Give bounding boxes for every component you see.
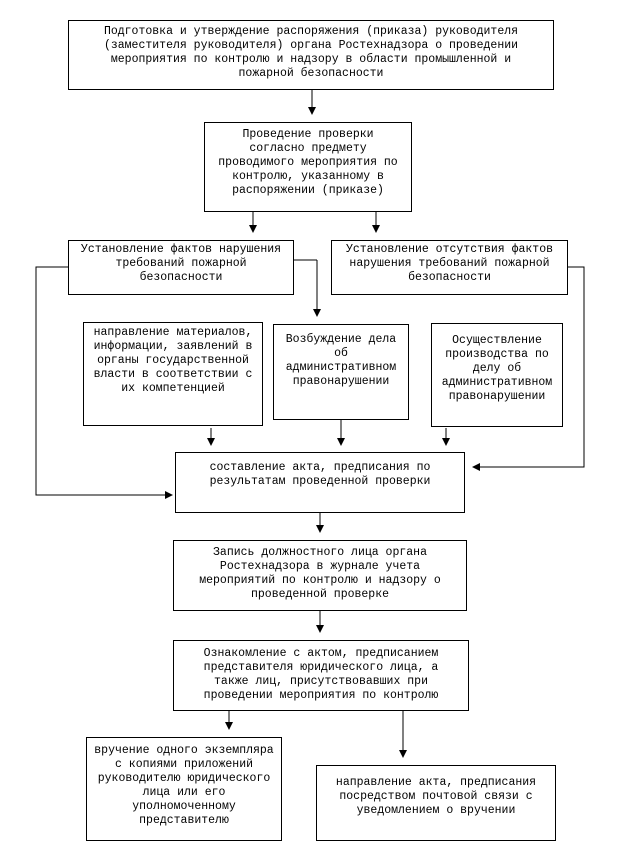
box-familiarization: Ознакомление с актом, предписанием предс… (173, 640, 469, 711)
box-inspection: Проведение проверки согласно предмету пр… (204, 122, 412, 212)
box-mailing: направление акта, предписания посредство… (316, 765, 556, 841)
arrow-no-violations-loop-to-act (472, 266, 585, 471)
box-send-materials: направление материалов, информации, заяв… (83, 322, 263, 426)
box-act: составление акта, предписания по результ… (175, 452, 465, 513)
box-initiate-case: Возбуждение дела об административном пра… (273, 324, 409, 420)
box-delivery: вручение одного экземпляра с копиями при… (86, 737, 282, 841)
box-order-preparation: Подготовка и утверждение распоряжения (п… (68, 20, 554, 90)
box-violations-found: Установление фактов нарушения требований… (68, 240, 294, 295)
arrow-violations-loop-to-act (35, 266, 173, 499)
box-proceedings: Осуществление производства по делу об ад… (431, 323, 563, 427)
box-journal-record: Запись должностного лица органа Ростехна… (173, 540, 467, 611)
box-no-violations: Установление отсутствия фактов нарушения… (331, 240, 568, 295)
